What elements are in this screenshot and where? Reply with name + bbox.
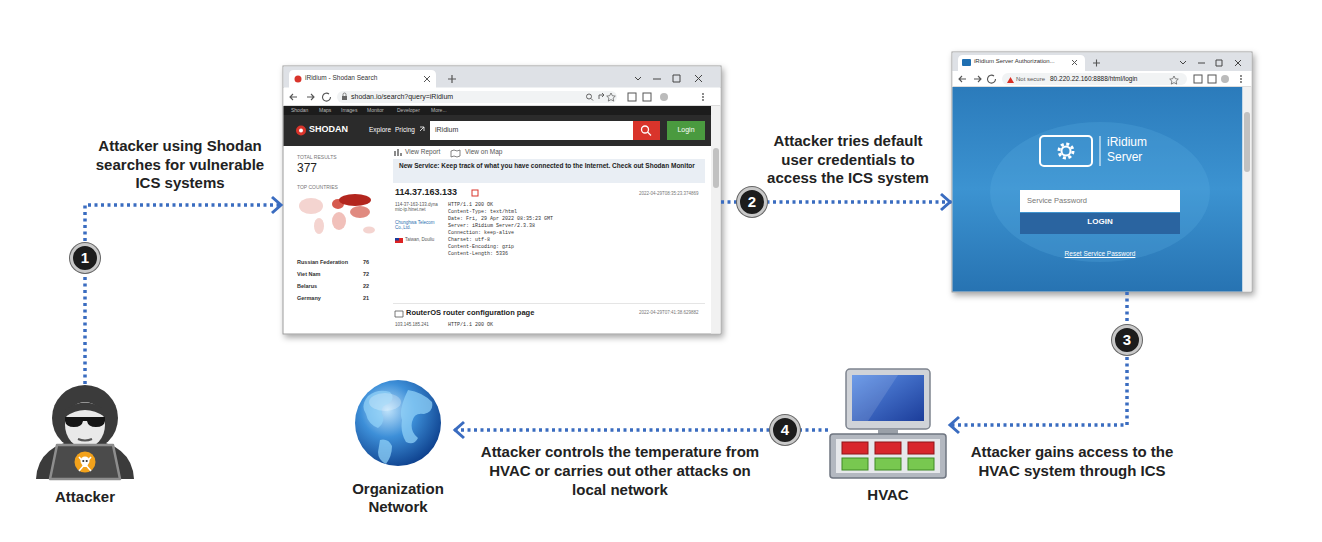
screen-text: 80.220.22.160:8888/html/login bbox=[1050, 75, 1137, 83]
connector bbox=[85, 197, 283, 384]
connector bbox=[948, 292, 1127, 433]
shodan-screenshot: iRidium - Shodan Search shodan.io/search?… bbox=[283, 66, 721, 334]
screen-text: Not secure bbox=[1016, 76, 1045, 83]
globe-icon bbox=[355, 380, 441, 466]
dotted-line bbox=[948, 292, 1127, 425]
screen-text: RouterOS router configuration page bbox=[406, 308, 534, 317]
screen-text: iRidium bbox=[435, 126, 458, 134]
attacker-node: Attacker bbox=[20, 384, 150, 508]
node-label: Organization Network bbox=[343, 480, 453, 516]
screen-text: 377 bbox=[297, 161, 317, 175]
screen-text: Explore bbox=[369, 126, 391, 134]
screen-text: Login bbox=[667, 126, 705, 134]
edge-label: Attacker gains access to the HVAC system… bbox=[957, 443, 1187, 481]
screen-text: HTTP/1.1 200 OK bbox=[448, 202, 493, 208]
edge-label: Attacker using Shodan searches for vulne… bbox=[88, 137, 273, 193]
hvac-node: HVAC bbox=[828, 368, 948, 506]
screen-text: 2022-04-29T08:35:23.374869 bbox=[639, 191, 699, 196]
screen-text: LOGIN bbox=[1020, 217, 1180, 227]
arrow-head bbox=[455, 422, 464, 438]
node-label: Attacker bbox=[20, 488, 150, 506]
screen-text: Charset: utf-8 bbox=[448, 237, 490, 243]
network-node: Organization Network bbox=[343, 378, 453, 518]
arrow-head bbox=[950, 417, 959, 433]
screen-text: Pricing bbox=[395, 126, 415, 134]
edge-label: Attacker controls the temperature from H… bbox=[478, 443, 763, 499]
callout-number: 3 bbox=[1112, 325, 1142, 355]
screen-text: Viet Nam bbox=[297, 271, 320, 278]
screen-text: Developer bbox=[397, 107, 420, 113]
screen-text: Server bbox=[1107, 150, 1142, 164]
screen-text: 2022-04-29T07:41:38.629882 bbox=[639, 310, 699, 315]
screen-text: Monitor bbox=[367, 107, 384, 113]
dotted-line bbox=[85, 205, 283, 384]
screen-text: iRidium bbox=[1107, 135, 1147, 149]
screen-text: Maps bbox=[319, 107, 331, 113]
screen-text: Taiwan, Douliu bbox=[405, 237, 434, 242]
login-window bbox=[952, 52, 1252, 292]
screen-text: iRidium Server Authorization... bbox=[974, 58, 1055, 65]
screen-text: Shodan bbox=[291, 107, 308, 113]
shodan-window bbox=[283, 66, 721, 334]
screen-text: 72 bbox=[363, 271, 369, 278]
screen-text: Content-Length: 5336 bbox=[448, 251, 508, 257]
screen-text: Content-Encoding: gzip bbox=[448, 244, 514, 250]
node-label: HVAC bbox=[828, 486, 948, 504]
screen-text: Reset Service Password bbox=[1020, 250, 1180, 258]
callout-number: 2 bbox=[737, 187, 767, 217]
screen-text: View Report bbox=[405, 148, 440, 156]
screen-text: Belarus bbox=[297, 283, 317, 290]
screen-text: 76 bbox=[363, 259, 369, 266]
screen-text: Images bbox=[341, 107, 357, 113]
edge-label: Attacker tries default user credentials … bbox=[758, 132, 938, 188]
screen-text: More... bbox=[431, 107, 447, 113]
screen-text: View on Map bbox=[465, 148, 502, 156]
arrow-head bbox=[272, 197, 281, 213]
screen-text: New Service: Keep track of what you have… bbox=[399, 162, 699, 170]
screen-text: Server: iRidium Server/2.3.38 bbox=[448, 223, 535, 229]
screen-text: Russian Federation bbox=[297, 259, 348, 266]
attacker-icon bbox=[36, 385, 134, 479]
screen-text: Content-Type: text/html bbox=[448, 209, 517, 215]
screen-text: Date: Fri, 29 Apr 2022 08:35:23 GMT bbox=[448, 216, 553, 222]
hvac-icon bbox=[830, 369, 946, 478]
screen-text: 114-37-163-133.dynamic-ip.hinet.net bbox=[395, 202, 439, 213]
screen-text: HTTP/1.1 200 OK bbox=[448, 322, 493, 328]
callout-number: 4 bbox=[770, 415, 800, 445]
screen-text: Service Password bbox=[1027, 196, 1087, 205]
screen-text: 103.145.185.241 bbox=[395, 322, 429, 327]
screen-text: Chunghwa Telecom Co.,Ltd. bbox=[395, 220, 439, 231]
screen-text: Germany bbox=[297, 295, 321, 302]
screen-text: shodan.io/search?query=iRidium bbox=[351, 93, 453, 101]
screen-text: 114.37.163.133 bbox=[395, 187, 457, 198]
callout-number: 1 bbox=[70, 243, 100, 273]
screen-text: TOP COUNTRIES bbox=[297, 184, 338, 190]
screen-text: TOTAL RESULTS bbox=[297, 154, 337, 160]
arrow-head bbox=[941, 194, 950, 210]
screen-text: SHODAN bbox=[309, 124, 348, 135]
screen-text: iRidium - Shodan Search bbox=[305, 74, 377, 82]
screen-text: 22 bbox=[363, 283, 369, 290]
screen-text: Connection: keep-alive bbox=[448, 230, 514, 236]
login-screenshot: iRidium Server Authorization... Not secur… bbox=[952, 52, 1252, 292]
screen-text: 21 bbox=[363, 295, 369, 302]
